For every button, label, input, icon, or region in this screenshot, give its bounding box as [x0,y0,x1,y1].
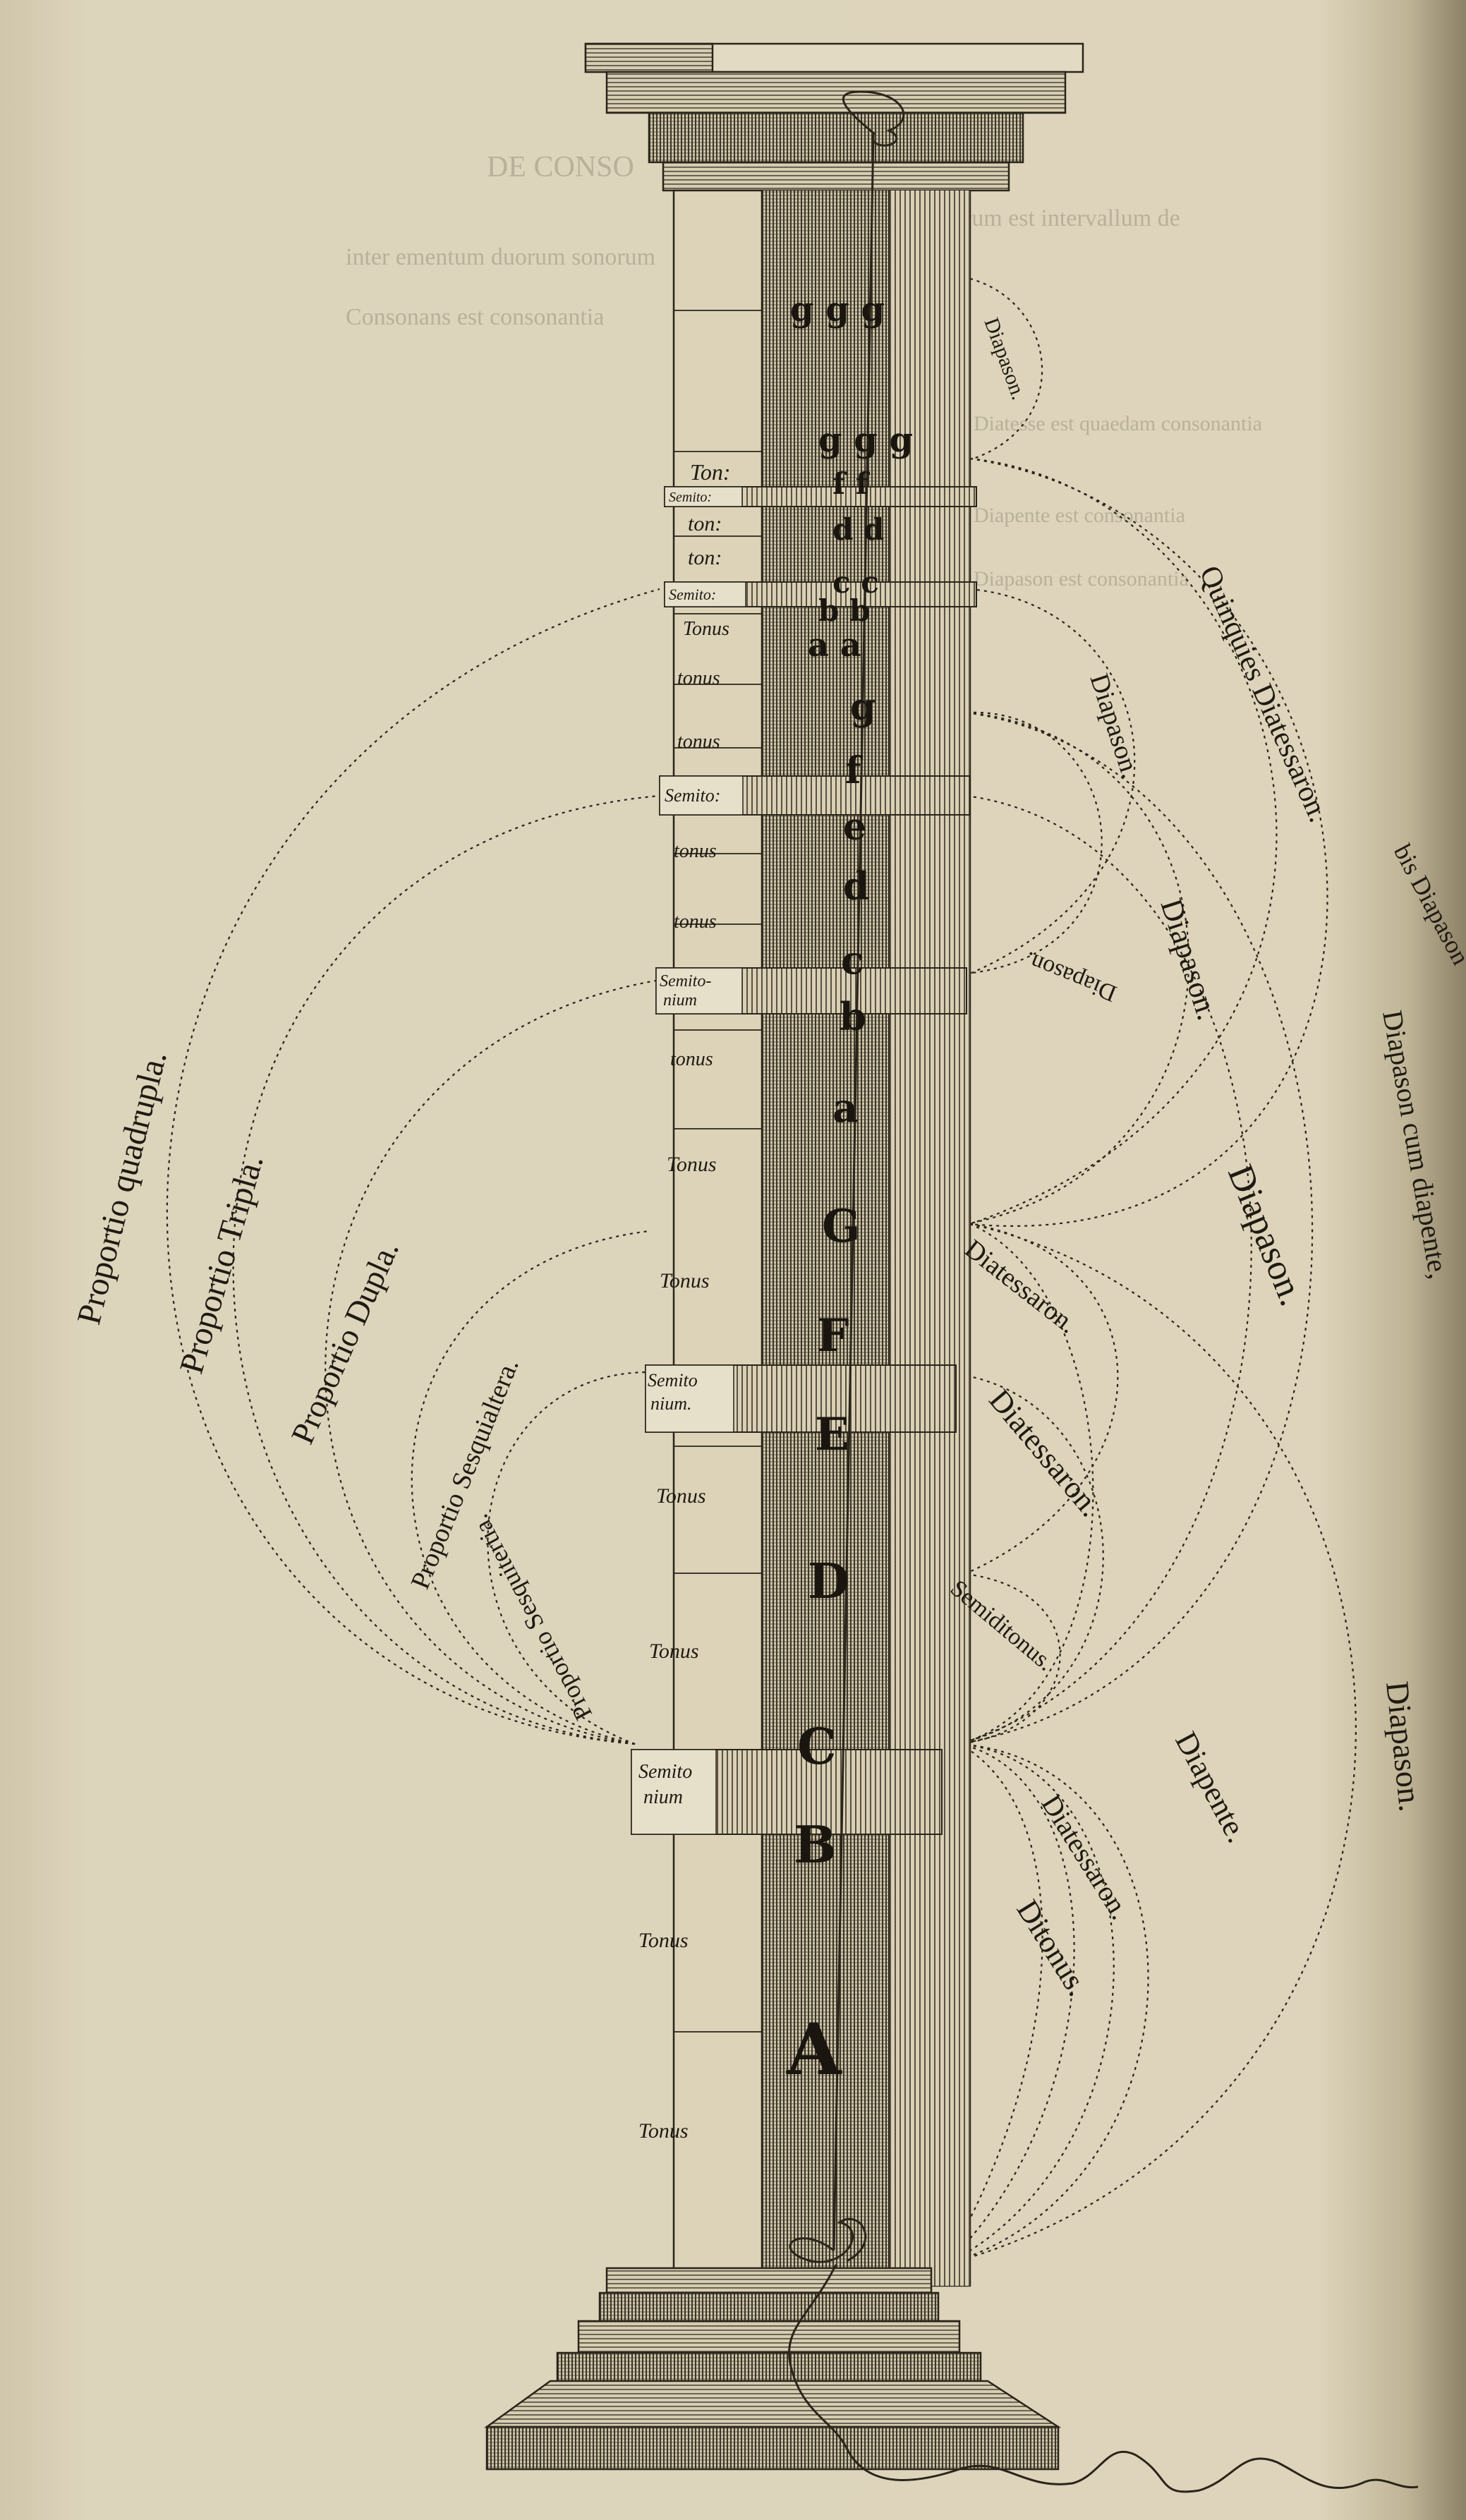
interval-label: Diapason. [1084,670,1145,782]
svg-text:inter ementum duorum sonorum: inter ementum duorum sonorum [346,244,655,270]
interval-label: Quinquies Diatessaron. [1193,561,1335,827]
interval-label: Diapason. [1021,946,1120,1007]
interval-label: bis Diapason [1388,840,1466,969]
step-label: Tonus [649,1640,699,1663]
pillar-shaft [672,189,971,2287]
step-label: Semito [648,1370,698,1391]
interval-label: Diapente. [1168,1726,1255,1848]
svg-text:Verum est intervallum de: Verum est intervallum de [938,205,1180,231]
step-labels: Ton: Semito: ton: ton: Semito: Tonus ton… [638,459,731,2143]
step-label: tonus [677,731,720,753]
step-label: Semito: [669,586,716,603]
note-letter: E [815,1408,849,1461]
note-letter: B [794,1815,837,1874]
interval-label: Diatessaron. [982,1383,1108,1523]
proportion-label: Proportio Dupla. [284,1235,406,1449]
note-letter: c c [832,565,879,600]
note-letter: F [817,1309,849,1362]
note-letters: g g g g g g f f d d c c b b a a g f e d … [786,290,913,2091]
left-proportion-labels: Proportio quadrupla. Proportio Tripla. P… [70,1047,598,1725]
interval-label: Diapason. [1379,1680,1429,1814]
step-label: tonus [674,911,717,933]
step-label: nium [663,991,697,1010]
step-label: Ton: [690,459,731,485]
note-letter: f [845,749,864,792]
step-label: Semito: [665,785,720,806]
step-label: nium [643,1786,683,1808]
proportion-label: Proportio Tripla. [173,1151,271,1378]
note-letter: f f [832,466,871,501]
pillar-capital [584,42,1084,192]
svg-text:Diatesse est quaedam consonant: Diatesse est quaedam consonantia [974,412,1262,435]
interval-label: Diatessaron. [1035,1789,1137,1925]
step-label: Semito [638,1761,692,1783]
svg-text:DE CONSO: DE CONSO [487,151,634,183]
note-letter: g g g [790,290,885,329]
step-label: Semito- [660,972,711,991]
step-label: Tonus [656,1484,706,1508]
proportion-label: Proportio quadrupla. [70,1047,174,1328]
note-letter: d [843,864,870,909]
proportion-label: Proportio Sesquitertia. [466,1510,598,1725]
note-letter: b b [818,593,870,628]
note-letter: a a [808,626,861,664]
interval-label: Diapason. [979,315,1030,403]
pillar-base [484,2267,1062,2471]
interval-label: Diapason. [1153,895,1225,1024]
note-letter: g g g [818,420,913,460]
note-letter: A [786,2008,842,2091]
semitone-bands [631,486,977,1835]
step-label: ton: [688,546,722,569]
monochord-string [788,90,1419,2493]
note-letter: a [832,1085,858,1132]
step-label: nium. [650,1393,692,1414]
step-label: tonus [670,1048,713,1070]
ghost-text: DE CONSO Verum est intervallum de inter … [346,151,1262,590]
svg-text:Diapente est consonantia: Diapente est consonantia [974,504,1185,527]
note-letter: d d [832,512,884,547]
interval-label: Ditonus. [1010,1894,1096,2001]
note-letter: D [808,1553,849,1610]
interval-label: Diapason cum diapente, [1376,1008,1455,1281]
step-label: ton: [688,512,722,535]
interval-label: Diatessaron. [959,1234,1082,1339]
svg-text:Diapason est consonantia: Diapason est consonantia [974,567,1189,590]
step-label: Semito: [669,490,712,505]
note-letter: G [822,1200,861,1253]
step-label: Tonus [683,618,729,640]
step-label: Tonus [638,1929,689,1952]
step-label: tonus [674,840,717,862]
note-letter: e [843,806,866,849]
right-interval-arcs [945,277,1357,2266]
note-letter: c [841,938,864,983]
left-proportion-arcs [166,588,660,1745]
step-label: Tonus [660,1269,710,1292]
step-label: Tonus [638,2119,689,2143]
step-label: tonus [677,667,720,689]
note-letter: g [850,686,876,729]
svg-text:Consonans est consonantia: Consonans est consonantia [346,304,604,330]
note-letter: C [797,1717,837,1776]
step-label: Tonus [667,1153,717,1176]
interval-label: Diapason. [1220,1159,1312,1312]
note-letter: b [840,994,866,1039]
